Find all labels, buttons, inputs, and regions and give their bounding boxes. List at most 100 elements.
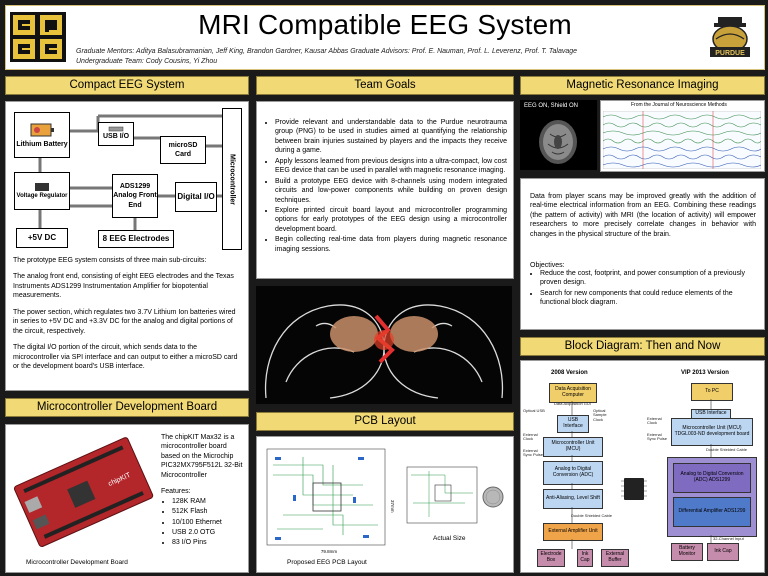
compact-eeg-para-1: The prototype EEG system consists of thr… [13, 257, 207, 264]
list-item: 512K Flash [172, 507, 243, 516]
goal-item-4: Explore printed circuit board layout and… [275, 206, 507, 234]
ads1299-block: ADS1299 Analog Front End [112, 174, 158, 218]
battery-icon [30, 123, 54, 137]
list-item: 10/100 Ethernet [172, 518, 243, 527]
features-label: Features: [161, 488, 191, 496]
old-electrode-box: Electrode Box [537, 549, 565, 567]
usb-io-block: USB I/O [98, 122, 134, 146]
mri-heading: Magnetic Resonance Imaging [520, 76, 765, 95]
features-list: 128K RAM 512K Flash 10/100 Ethernet USB … [161, 497, 243, 548]
pcb-caption-right: Actual Size [433, 535, 466, 542]
lithium-battery-block: Lithium Battery [14, 112, 70, 158]
old-ext-sync: External Sync Pulse [523, 448, 544, 458]
new-battery-box: Battery Monitor [671, 543, 703, 561]
svg-text:PURDUE: PURDUE [715, 50, 745, 57]
old-daq-sub: Data Acquisition GUI [554, 401, 591, 406]
pcb-caption-left: Proposed EEG PCB Layout [287, 559, 367, 566]
eeg-trace-panel: From the Journal of Neuroscience Methods [600, 100, 765, 172]
mri-paragraph: Data from player scans may be improved g… [530, 193, 756, 238]
pcb-heading: PCB Layout [256, 412, 514, 431]
new-version-title: VIP 2013 Version [681, 370, 729, 376]
old-adc-box: Analog to Digital Conversion (ADC) [543, 461, 603, 485]
compact-eeg-para-3: The power section, which regulates two 3… [13, 308, 236, 335]
mentors-line: Graduate Mentors: Aditya Balasubramanian… [76, 48, 578, 55]
mri-text-panel: Data from player scans may be improved g… [520, 178, 765, 330]
pcb-layout-image: 79.8mm 37mm [266, 448, 395, 554]
new-mcu-box: Microcontroller Unit (MCU) TDGL003-ND de… [671, 418, 753, 446]
compact-eeg-para-2: The analog front end, consisting of eigh… [13, 273, 234, 300]
compact-eeg-text: The prototype EEG system consists of thr… [13, 256, 241, 378]
team-goals-list: Provide relevant and understandable data… [265, 118, 507, 255]
goal-item-1: Provide relevant and understandable data… [275, 118, 507, 156]
mri-scan-image: EEG ON, Shield ON [520, 100, 597, 170]
list-item: Reduce the cost, footprint, and power co… [540, 269, 762, 288]
microcontroller-block: Microcontroller [222, 108, 242, 250]
pcb-actual-size-image [406, 466, 504, 524]
old-amp-box: External Amplifier Unit [543, 523, 603, 541]
plus5v-block: +5V DC [16, 228, 68, 248]
old-ink-box: Ink Cap [577, 549, 593, 567]
list-item: Search for new components that could red… [540, 289, 762, 308]
ads1299-chip-icon [621, 478, 647, 500]
mcu-dev-panel: chipKIT The chipKIT Max32 is a microcont… [5, 424, 249, 573]
new-ext-clock: External Clock [647, 416, 662, 426]
svg-text:79.8mm: 79.8mm [321, 549, 338, 554]
brain-impact-image [256, 286, 512, 404]
old-mcu-box: Microcontroller Unit (MCU) [543, 437, 603, 457]
eeg-traces-image [603, 111, 761, 169]
voltage-regulator-block: Voltage Regulator [14, 172, 70, 210]
goal-item-2: Apply lessons learned from previous desi… [275, 157, 507, 176]
mri-scan-label: EEG ON, Shield ON [524, 103, 579, 109]
new-ext-sync: External Sync Pulse [647, 432, 668, 442]
chip-icon [35, 182, 49, 191]
compact-eeg-para-4: The digital I/O portion of the circuit, … [13, 344, 238, 370]
poster-header: MRI Compatible EEG System Graduate Mento… [5, 5, 765, 70]
old-filter-box: Anti-Aliasing, Level Shift [543, 489, 603, 509]
brain-scan-icon [539, 120, 577, 164]
team-goals-heading: Team Goals [256, 76, 514, 95]
new-diff-box: Differential Amplifier ADS1299 [673, 497, 751, 527]
block-diagram-heading: Block Diagram: Then and Now [520, 337, 765, 356]
compact-eeg-panel: Lithium Battery USB I/O microSD Card Mic… [5, 101, 249, 391]
old-buffer-box: External Buffer [601, 549, 629, 567]
chipkit-board-image: chipKIT [13, 437, 154, 547]
team-goals-panel: Provide relevant and understandable data… [256, 101, 514, 279]
pcb-panel: 79.8mm 37mm Proposed EEG PCB Layout Actu… [256, 436, 514, 573]
list-item: USB 2.0 OTG [172, 528, 243, 537]
old-usb-box: USB Interface [557, 415, 589, 433]
old-optical-usb: Optical USB [523, 408, 545, 413]
poster-title: MRI Compatible EEG System [198, 9, 572, 40]
compact-eeg-heading: Compact EEG System [5, 76, 249, 95]
block-diagram-arrows [571, 399, 712, 549]
new-shielded: Double Shielded Cable [706, 447, 747, 452]
mcu-dev-heading: Microcontroller Development Board [5, 398, 249, 417]
old-optical-sample: Optical Sample Clock [593, 408, 607, 422]
new-topc-box: To PC [691, 383, 733, 401]
eeg-block-diagram: Lithium Battery USB I/O microSD Card Mic… [10, 106, 244, 252]
digital-io-block: Digital I/O [175, 182, 217, 212]
purdue-logo: PURDUE [704, 11, 756, 65]
journal-label: From the Journal of Neuroscience Methods [631, 102, 727, 108]
goal-item-5: Begin collecting real-time data from pla… [275, 235, 507, 254]
list-item: 128K RAM [172, 497, 243, 506]
new-channel: 32-Channel Input [713, 536, 744, 541]
epics-logo [10, 12, 66, 62]
old-shielded: Double Shielded Cable [571, 513, 612, 518]
new-adc-box: Analog to Digital Conversion (ADC) ADS12… [673, 463, 751, 493]
mcu-caption: Microcontroller Development Board [26, 559, 128, 566]
microsd-block: microSD Card [160, 136, 206, 164]
old-version-title: 2008 Version [551, 370, 588, 376]
svg-text:37mm: 37mm [390, 500, 395, 513]
goal-item-3: Build a prototype EEG device with 8-chan… [275, 177, 507, 205]
list-item: 83 I/O Pins [172, 538, 243, 547]
old-daq-box: Data Acquisition Computer [549, 383, 597, 403]
old-ext-clock: External Clock [523, 432, 538, 442]
objectives-label: Objectives: [530, 262, 565, 269]
mcu-description: The chipKIT Max32 is a microcontroller b… [161, 433, 243, 549]
usb-icon [108, 127, 124, 132]
new-ink-box: Ink Cap [707, 543, 739, 561]
mcu-desc-text: The chipKIT Max32 is a microcontroller b… [161, 434, 243, 479]
objectives-list: Reduce the cost, footprint, and power co… [530, 269, 762, 309]
team-line: Undergraduate Team: Cody Cousins, Yi Zho… [76, 58, 218, 65]
electrodes-block: 8 EEG Electrodes [98, 230, 174, 248]
